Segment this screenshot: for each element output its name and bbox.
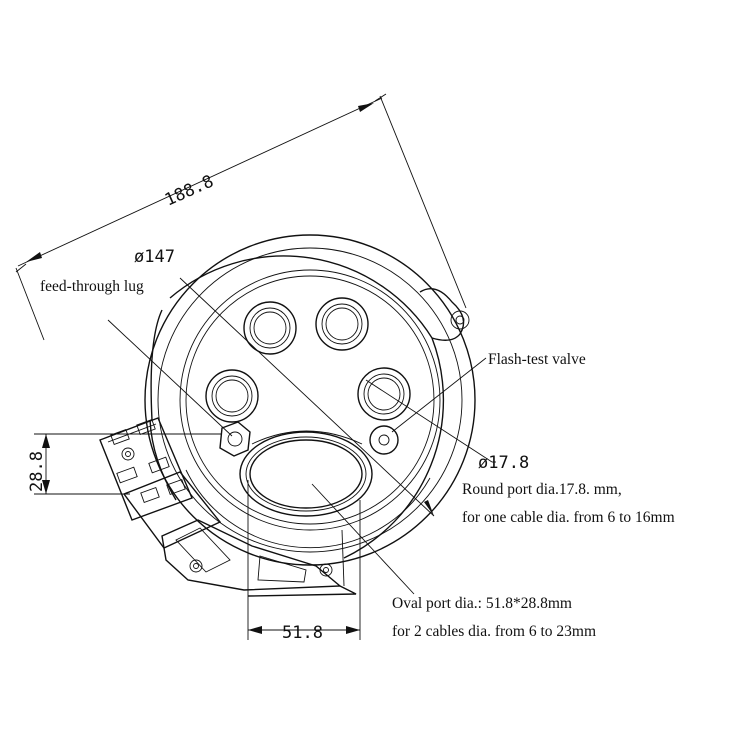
round-port-diameter-leader <box>365 379 496 463</box>
round-port-note-line2: for one cable dia. from 6 to 16mm <box>462 509 675 526</box>
flash-test-valve-leader <box>391 357 487 433</box>
oval-port <box>239 430 373 517</box>
cable-port-right <box>357 367 411 421</box>
flash-test-valve-label: Flash-test valve <box>488 351 586 368</box>
round-port-note-line1: Round port dia.17.8. mm, <box>462 481 622 498</box>
oval-port-note-line2: for 2 cables dia. from 6 to 23mm <box>392 623 596 640</box>
oval-width-value: 51.8 <box>282 623 323 643</box>
outer-diameter-leader <box>179 277 435 517</box>
feed-through-lug <box>219 421 251 457</box>
lug-height-dimension <box>34 433 222 495</box>
oval-port-leader <box>311 483 415 595</box>
overall-length-value: 188.8 <box>162 171 217 210</box>
lower-arm <box>161 519 357 597</box>
cable-port-top-left <box>243 301 297 355</box>
feed-through-lug-leader <box>107 319 233 437</box>
feed-through-lug-label: feed-through lug <box>40 278 144 295</box>
round-port-diameter-value: ø17.8 <box>478 453 529 473</box>
oval-port-note-line1: Oval port dia.: 51.8*28.8mm <box>392 595 572 612</box>
cable-port-top-right <box>315 297 369 351</box>
cable-port-left <box>205 369 259 423</box>
flash-test-valve <box>369 425 399 455</box>
overall-length-dimension <box>15 93 467 341</box>
oval-width-dimension <box>247 480 361 640</box>
outer-diameter-value: ø147 <box>134 247 175 267</box>
lug-bracket <box>99 417 222 549</box>
lug-height-value: 28.8 <box>27 451 47 492</box>
